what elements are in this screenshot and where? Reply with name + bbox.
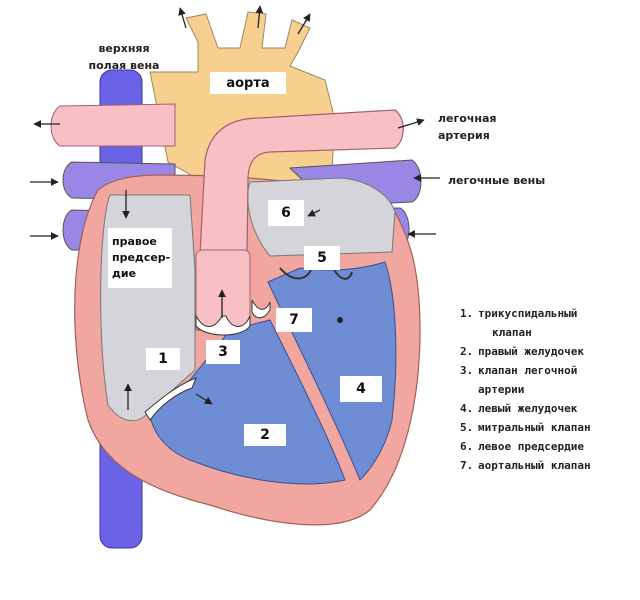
superior-vena-cava-label: верхняя полая вена xyxy=(88,42,160,72)
legend-item: 4.левый желудочек xyxy=(460,402,578,415)
marker-3: 3 xyxy=(206,340,240,364)
pulmonary-artery-label: легочная артерия xyxy=(438,112,497,142)
mitral-valve-dot xyxy=(337,317,343,323)
legend-item: 2.правый желудочек xyxy=(460,345,584,358)
marker-2: 2 xyxy=(244,424,286,446)
marker-4: 4 xyxy=(340,376,382,402)
legend-item-continuation: артерии xyxy=(478,383,525,396)
marker-1: 1 xyxy=(146,348,180,370)
legend-item: 1.трикуспидальный xyxy=(460,307,578,320)
pulmonary-artery-left-branch xyxy=(50,103,176,147)
right-ventricle-chamber xyxy=(149,319,346,485)
legend-item-continuation: клапан xyxy=(492,326,532,339)
marker-7: 7 xyxy=(276,308,312,332)
aortic-valve xyxy=(251,299,271,319)
legend: 1.трикуспидальный клапан 2.правый желудо… xyxy=(460,304,635,475)
legend-item: 3.клапан легочной xyxy=(460,364,578,377)
tricuspid-valve xyxy=(144,377,197,421)
legend-item: 7.аортальный клапан xyxy=(460,459,591,472)
flow-arrows xyxy=(30,5,440,410)
legend-item: 6.левое предсердие xyxy=(460,440,584,453)
marker-6: 6 xyxy=(268,200,304,226)
right-atrium-label: правое предсер- дие xyxy=(108,228,172,288)
pulmonary-veins-label: легочные вены xyxy=(448,174,546,187)
aorta-label: аорта xyxy=(210,72,286,94)
pulmonary-valve xyxy=(195,314,251,336)
marker-5: 5 xyxy=(304,246,340,270)
legend-item: 5.митральный клапан xyxy=(460,421,591,434)
